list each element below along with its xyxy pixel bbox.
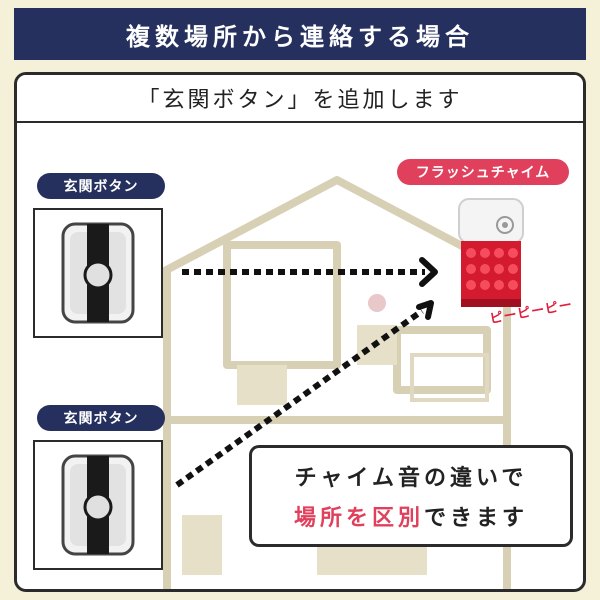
card-header-text: 「玄関ボタン」を追加します xyxy=(137,88,463,113)
chime-label-text: フラッシュチャイム xyxy=(415,165,551,181)
flash-chime-icon xyxy=(458,198,524,307)
message-box: チャイム音の違いで 場所を区別できます xyxy=(249,445,573,547)
button-label-top: 玄関ボタン xyxy=(37,173,165,199)
message-highlight: 場所を区別 xyxy=(293,506,424,531)
button-label-top-text: 玄関ボタン xyxy=(63,179,139,195)
card-header: 「玄関ボタン」を追加します xyxy=(17,75,583,123)
arrow-bottom-line xyxy=(175,308,424,488)
illustration-card: 「玄関ボタン」を追加します 玄関ボタン 玄関ボタン xyxy=(14,72,586,592)
button-label-bottom: 玄関ボタン xyxy=(37,405,165,431)
banner-title: 複数場所から連絡する場合 xyxy=(126,22,474,51)
doorbell-button-top xyxy=(33,208,163,338)
arrow-bottom-head xyxy=(416,300,434,320)
doorbell-button-icon xyxy=(61,454,135,556)
message-line2-rest: できます xyxy=(424,506,529,531)
doorbell-button-icon xyxy=(61,222,135,324)
title-banner: 複数場所から連絡する場合 xyxy=(14,8,586,60)
doorbell-button-bottom xyxy=(33,440,163,570)
chime-label: フラッシュチャイム xyxy=(397,159,569,185)
arrow-top-head xyxy=(419,257,438,287)
button-label-bottom-text: 玄関ボタン xyxy=(63,411,139,427)
message-line1: チャイム音の違いで xyxy=(294,466,528,491)
arrows-layer xyxy=(175,257,438,488)
message-line2: 場所を区別できます xyxy=(294,500,528,532)
